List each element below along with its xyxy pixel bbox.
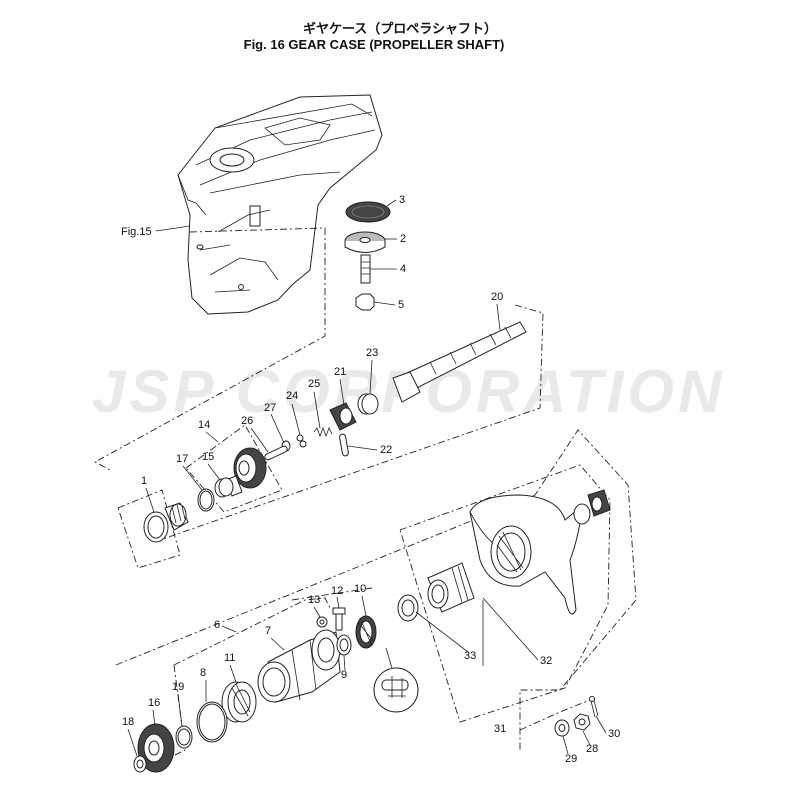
part-15-bearing (214, 477, 234, 498)
part-32-hub-insert (573, 489, 611, 525)
callout-14: 14 (198, 419, 210, 431)
part-24-balls (296, 434, 307, 448)
part-23-ring (357, 393, 379, 415)
callout-13: 13 (308, 594, 320, 606)
callout-33: 33 (464, 650, 476, 662)
part-10-needle-bearing (355, 615, 377, 649)
callout-22: 22 (380, 444, 392, 456)
callout-27: 27 (264, 402, 276, 414)
part-16-reverse-gear (137, 723, 175, 773)
part-17-shim (197, 488, 215, 512)
callout-29: 29 (565, 753, 577, 765)
callout-24: 24 (286, 390, 298, 402)
part-30-cotter-pin (589, 696, 599, 718)
part-33-spacer (397, 562, 475, 622)
callout-7: 7 (265, 625, 271, 637)
callout-2: 2 (400, 233, 406, 245)
title-japanese: ギヤケース（プロペラシャフト） (303, 21, 497, 37)
part-4-bolt (360, 254, 371, 284)
callout-9: 9 (341, 669, 347, 681)
callout-3: 3 (399, 194, 405, 206)
part-5-nut (355, 293, 375, 311)
part-32-propeller (469, 494, 584, 615)
callout-20: 20 (491, 291, 503, 303)
callout-6: 6 (214, 619, 220, 631)
part-14-forward-gear (225, 447, 267, 497)
callout-17: 17 (176, 453, 188, 465)
fig15-label: Fig.15 (121, 226, 152, 238)
part-8-o-ring (196, 701, 228, 743)
assembly-boundaries (94, 227, 637, 771)
part-18-washer (133, 755, 147, 773)
part-1-taper-bearing (143, 502, 189, 543)
part-11-roller-bearing (221, 681, 257, 723)
callout-23: 23 (366, 347, 378, 359)
detail-bubble (373, 647, 419, 713)
watermark: JSP CORPORATION (92, 358, 721, 425)
callout-10: 10 (354, 583, 366, 595)
callout-8: 8 (200, 667, 206, 679)
callout-16: 16 (148, 697, 160, 709)
callout-30: 30 (608, 728, 620, 740)
part-28-nut (573, 713, 591, 731)
callout-5: 5 (398, 299, 404, 311)
part-26-pin (264, 445, 288, 461)
part-21-clutch (329, 402, 357, 431)
part-29-washer (554, 719, 570, 737)
callout-21: 21 (334, 366, 346, 378)
callout-12: 12 (331, 585, 343, 597)
gear-case-housing (177, 94, 383, 315)
callout-28: 28 (586, 743, 598, 755)
part-13-washer (316, 616, 328, 628)
callout-4: 4 (400, 263, 406, 275)
callout-32: 32 (540, 655, 552, 667)
callout-1: 1 (141, 475, 147, 487)
part-9-oil-seal (336, 634, 352, 656)
part-12-bolt (332, 607, 346, 631)
callout-19: 19 (172, 681, 184, 693)
part-7-bearing-housing (257, 629, 341, 703)
part-20-propeller-shaft (392, 321, 527, 403)
callout-26: 26 (241, 415, 253, 427)
callout-15: 15 (202, 451, 214, 463)
part-19-shim (175, 725, 193, 749)
callout-18: 18 (122, 716, 134, 728)
part-3-screen (345, 201, 391, 223)
callout-25: 25 (308, 378, 320, 390)
part-2-anode-plate (344, 231, 386, 253)
callout-31: 31 (494, 723, 506, 735)
title-english: Fig. 16 GEAR CASE (PROPELLER SHAFT) (244, 37, 505, 52)
callout-11: 11 (224, 652, 235, 664)
part-25-spring (313, 426, 333, 438)
part-22-pin (339, 433, 349, 457)
